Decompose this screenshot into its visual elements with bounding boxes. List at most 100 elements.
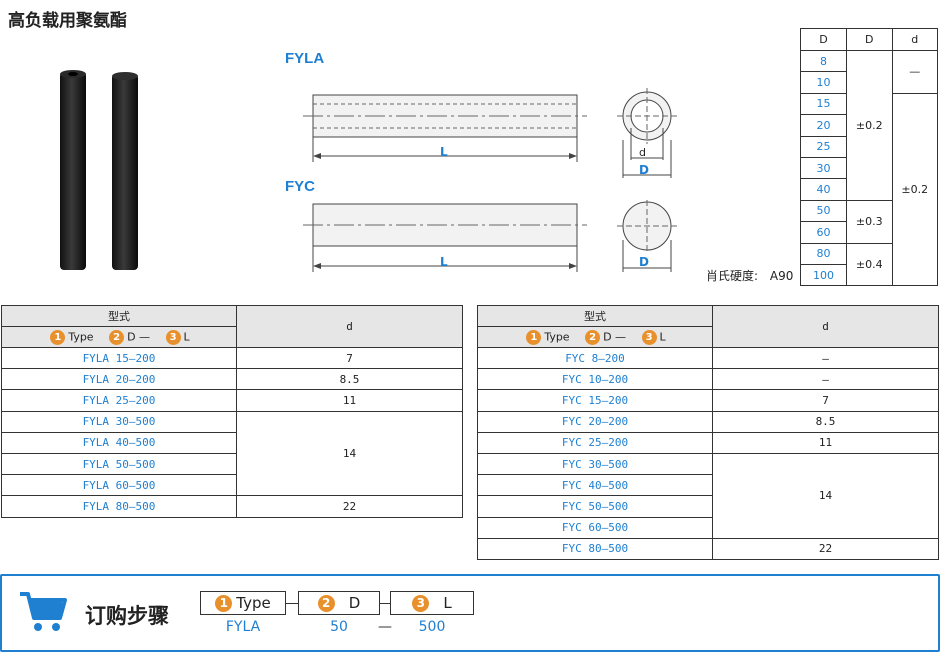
model-cell: FYC 50—500 bbox=[477, 495, 713, 518]
d-cell: 14 bbox=[712, 452, 939, 539]
model-cell: FYC 20—200 bbox=[477, 410, 713, 433]
order-procedure-panel bbox=[0, 574, 940, 652]
model-cell: FYLA 30—500 bbox=[1, 410, 237, 433]
spec-D-value: 10 bbox=[800, 71, 847, 94]
order-dash: — bbox=[378, 619, 392, 635]
model-cell: FYLA 80—500 bbox=[1, 495, 237, 518]
hardness-note: 肖氏硬度: A90 bbox=[706, 267, 793, 284]
spec-D-value: 20 bbox=[800, 114, 847, 137]
spec-D-value: 8 bbox=[800, 49, 847, 73]
model-cell: FYLA 60—500 bbox=[1, 474, 237, 497]
spec-D-value: 50 bbox=[800, 199, 847, 223]
fyla-dim-L: L bbox=[440, 145, 448, 159]
connector-line bbox=[380, 603, 390, 604]
table-row: FYLA 50—500 bbox=[1, 452, 463, 476]
step-2-badge: 2 bbox=[109, 329, 125, 345]
fyc-end-drawing bbox=[617, 200, 677, 272]
order-l-label: L bbox=[443, 594, 452, 612]
page-title: 高负载用聚氨酯 bbox=[8, 11, 127, 31]
type-label: Type bbox=[544, 330, 570, 343]
table-row: FYLA 60—500 bbox=[1, 474, 463, 497]
spec-d-dash: — bbox=[891, 50, 938, 94]
fyla-label: FYLA bbox=[285, 50, 325, 67]
model-cell: FYLA 25—200 bbox=[1, 389, 237, 412]
order-title: 订购步骤 bbox=[85, 604, 169, 628]
header-type: 型式 bbox=[1, 305, 237, 327]
d-label: D — bbox=[603, 330, 627, 343]
step-2-badge: 2 bbox=[585, 329, 601, 345]
product-photo bbox=[60, 70, 138, 270]
model-cell: FYC 80—500 bbox=[477, 537, 713, 560]
spec-D-value: 15 bbox=[800, 92, 847, 116]
d-cell: 14 bbox=[236, 410, 463, 497]
spec-D-value: 60 bbox=[800, 221, 847, 244]
spec-header-d: d bbox=[891, 28, 938, 51]
spec-header-D2: D bbox=[846, 28, 893, 51]
spec-table: D D d 8 ±0.2 — 10 15 ±0.2 20 25 30 40 50… bbox=[800, 28, 938, 287]
order-type-label: Type bbox=[236, 594, 271, 612]
model-cell: FYC 25—200 bbox=[477, 431, 713, 454]
fyc-label: FYC bbox=[285, 178, 315, 195]
spec-D-value: 25 bbox=[800, 135, 847, 158]
l-label: L bbox=[183, 330, 190, 343]
spec-D-value: 100 bbox=[800, 263, 847, 287]
shopping-cart-icon bbox=[20, 592, 67, 631]
d-cell: 22 bbox=[236, 495, 463, 518]
header-d: d bbox=[712, 305, 939, 348]
fyla-dim-D: D bbox=[639, 163, 649, 177]
spec-tolerance: ±0.2 bbox=[846, 50, 893, 201]
type-label: Type bbox=[68, 330, 94, 343]
header-type: 型式 bbox=[477, 305, 713, 327]
step-1-badge: 1 bbox=[215, 595, 233, 612]
model-cell: FYC 60—500 bbox=[477, 516, 713, 539]
d-cell: 8.5 bbox=[712, 410, 939, 433]
fyc-dim-D: D bbox=[639, 255, 649, 269]
table-row: FYC 10—200— bbox=[477, 368, 939, 391]
d-cell: 22 bbox=[712, 537, 939, 560]
fyla-dim-d: d bbox=[639, 146, 646, 159]
header-d: d bbox=[236, 305, 463, 348]
fyc-dim-L: L bbox=[440, 255, 448, 269]
l-label: L bbox=[659, 330, 666, 343]
d-cell: 7 bbox=[712, 389, 939, 412]
order-d-value: 50 bbox=[330, 619, 348, 635]
model-cell: FYC 10—200 bbox=[477, 368, 713, 391]
spec-tolerance: ±0.4 bbox=[846, 242, 893, 287]
step-1-badge: 1 bbox=[526, 329, 542, 345]
spec-d-tolerance: ±0.2 bbox=[891, 92, 938, 287]
order-type-value: FYLA bbox=[225, 619, 261, 635]
spec-header-D1: D bbox=[800, 28, 847, 51]
step-2-badge: 2 bbox=[317, 595, 335, 612]
spec-tolerance: ±0.3 bbox=[846, 199, 893, 244]
d-cell: — bbox=[712, 368, 939, 391]
hardness-label: 肖氏硬度: bbox=[706, 269, 759, 283]
fyc-side-drawing bbox=[303, 203, 587, 272]
spec-D-value: 30 bbox=[800, 156, 847, 180]
model-cell: FYC 8—200 bbox=[477, 346, 713, 370]
fyla-side-drawing bbox=[303, 94, 587, 162]
order-d-label: D bbox=[348, 594, 361, 612]
d-cell: 8.5 bbox=[236, 368, 463, 391]
model-cell: FYC 30—500 bbox=[477, 452, 713, 476]
d-cell: 7 bbox=[236, 346, 463, 370]
fyla-end-drawing bbox=[617, 88, 677, 178]
model-cell: FYLA 40—500 bbox=[1, 431, 237, 454]
spec-D-value: 80 bbox=[800, 242, 847, 265]
d-cell: 11 bbox=[712, 431, 939, 454]
step-3-badge: 3 bbox=[165, 329, 181, 345]
